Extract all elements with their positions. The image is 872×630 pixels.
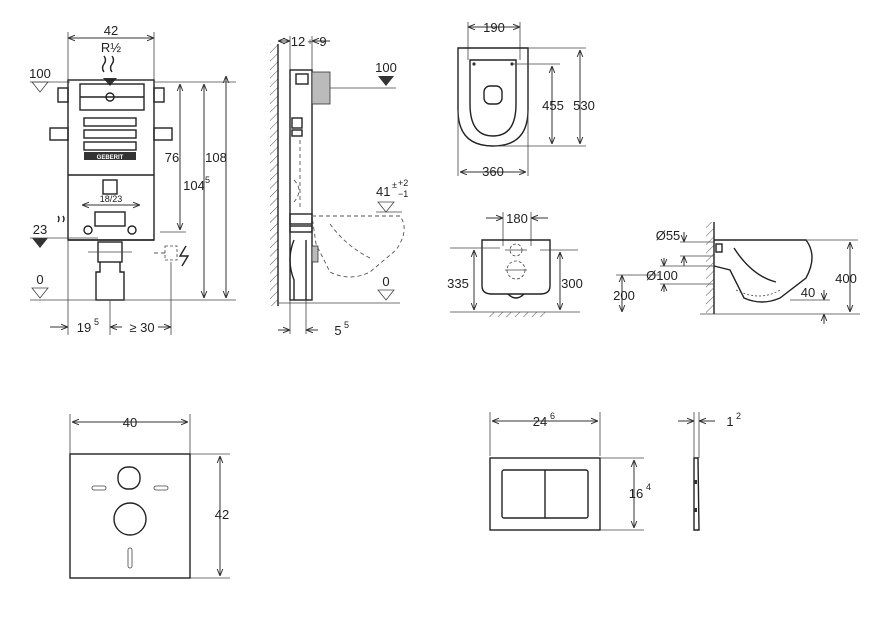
water-supply-icon	[101, 55, 115, 73]
toilet-side-view: Ø55 Ø100 200 400 40	[613, 222, 860, 324]
frame-front-view: 42 R½ 100 GEBERIT 18/23	[29, 23, 236, 335]
plate-width-label: 40	[123, 415, 137, 430]
width-190-label: 190	[483, 20, 505, 35]
depth-55-label: 5	[334, 323, 341, 338]
frame-side-view: 12 9 + 100 41 ± +2 −1 0 5 5	[270, 34, 408, 338]
water-connection-icon	[57, 215, 65, 223]
width-360-label: 360	[482, 164, 504, 179]
brand-badge	[84, 152, 136, 160]
height-108-label: 108	[205, 150, 227, 165]
min-30-label: ≥ 30	[129, 320, 154, 335]
svg-text:±: ±	[392, 180, 397, 190]
flush-actuator	[311, 71, 331, 105]
level-0-label: 0	[36, 272, 43, 287]
height-40-label: 40	[801, 285, 815, 300]
insulation-plate-view: 40 42	[69, 414, 230, 579]
pipe-size-label: 18/23	[100, 194, 123, 204]
svg-text:+: +	[307, 37, 312, 47]
height-1045-label: 104	[183, 178, 205, 193]
button-width-label: 24	[533, 414, 547, 429]
level-100-side-label: 100	[375, 60, 397, 75]
depth-12-label: 12	[291, 34, 305, 49]
height-400-label: 400	[835, 271, 857, 286]
length-530-label: 530	[573, 98, 595, 113]
dia-55-label: Ø55	[656, 228, 681, 243]
brand-text: GEBERIT	[97, 155, 124, 161]
dia-100-label: Ø100	[646, 268, 678, 283]
height-300-label: 300	[561, 276, 583, 291]
tol-plus: +2	[398, 178, 408, 188]
button-depth-label: 1	[726, 414, 733, 429]
tol-minus: −1	[398, 189, 408, 199]
button-side-profile	[693, 457, 700, 531]
electric-icon	[178, 245, 190, 267]
level-100-label: 100	[29, 66, 51, 81]
length-455-label: 455	[542, 98, 564, 113]
toilet-top-view: 190 455 530 360	[457, 20, 595, 179]
button-height-label: 16	[629, 486, 643, 501]
height-76-label: 76	[165, 150, 179, 165]
inlet-valve-icon	[105, 92, 115, 102]
height-335-label: 335	[447, 276, 469, 291]
level-23-label: 23	[33, 222, 47, 237]
height-1045-sup: 5	[205, 175, 210, 185]
level-0-side-label: 0	[382, 274, 389, 289]
depth-9-label: 9	[319, 34, 326, 49]
toilet-front-view: 180 335 300	[447, 211, 583, 317]
button-width-sup: 6	[550, 411, 555, 421]
bowl-height-label: 41	[376, 184, 390, 199]
button-height-sup: 4	[646, 482, 651, 492]
depth-55-sup: 5	[344, 320, 349, 330]
frame-width-label: 42	[104, 23, 118, 38]
button-depth-sup: 2	[736, 411, 741, 421]
height-200-label: 200	[613, 288, 635, 303]
plate-height-label: 42	[215, 507, 229, 522]
thread-label: R½	[101, 40, 121, 55]
flush-button-view: 24 6 16 4 1 2	[489, 411, 741, 531]
offset-195-sup: 5	[94, 317, 99, 327]
offset-195-label: 19	[77, 320, 91, 335]
width-180-label: 180	[506, 211, 528, 226]
